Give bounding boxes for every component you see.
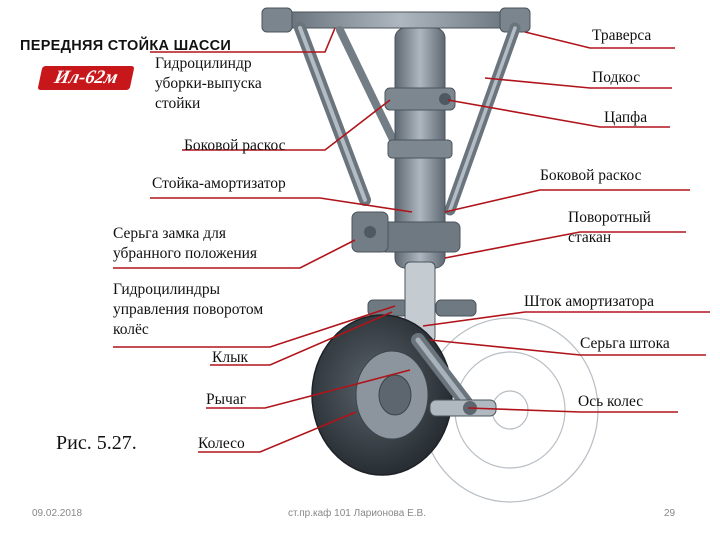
label-retraction-cylinder: Гидроцилиндр уборки-выпуска стойки [155, 55, 262, 112]
label-piston-rod: Шток амортизатора [524, 293, 654, 310]
traverse-beam [261, 7, 531, 33]
drag-brace [444, 22, 521, 216]
label-rod-link: Серьга штока [580, 335, 670, 352]
wheel [311, 314, 453, 476]
footer-page-number: 29 [664, 508, 676, 519]
lever [411, 333, 477, 415]
lock-link [351, 211, 389, 253]
label-swivel-cup: Поворотный стакан [568, 209, 651, 246]
label-shock-strut: Стойка-амортизатор [152, 175, 286, 192]
retraction-cylinder [294, 22, 371, 206]
label-side-brace-right: Боковой раскос [540, 167, 642, 184]
label-side-brace-left: Боковой раскос [184, 137, 286, 154]
leader-lines [113, 27, 710, 453]
footer-date: 09.02.2018 [32, 508, 83, 519]
footer-author: ст.пр.каф 101 Ларионова Е.В. [288, 508, 426, 519]
label-lock-link: Серьга замка для убранного положения [113, 225, 258, 262]
side-brace-left [336, 26, 402, 154]
label-klyk: Клык [212, 349, 249, 366]
label-trunnion: Цапфа [604, 109, 648, 126]
label-traverse: Траверса [592, 27, 652, 44]
figure-caption: Рис. 5.27. [56, 432, 137, 454]
label-lever: Рычаг [206, 391, 247, 408]
label-axle: Ось колес [578, 393, 644, 410]
shock-strut [379, 27, 461, 269]
label-wheel: Колесо [198, 435, 245, 452]
aircraft-logo: Ил-62м [37, 66, 135, 90]
label-drag-brace: Подкос [592, 69, 641, 86]
page-title: ПЕРЕДНЯЯ СТОЙКА ШАССИ [20, 38, 232, 54]
label-steering-cylinders: Гидроцилиндры управления поворотом колёс [113, 281, 264, 338]
